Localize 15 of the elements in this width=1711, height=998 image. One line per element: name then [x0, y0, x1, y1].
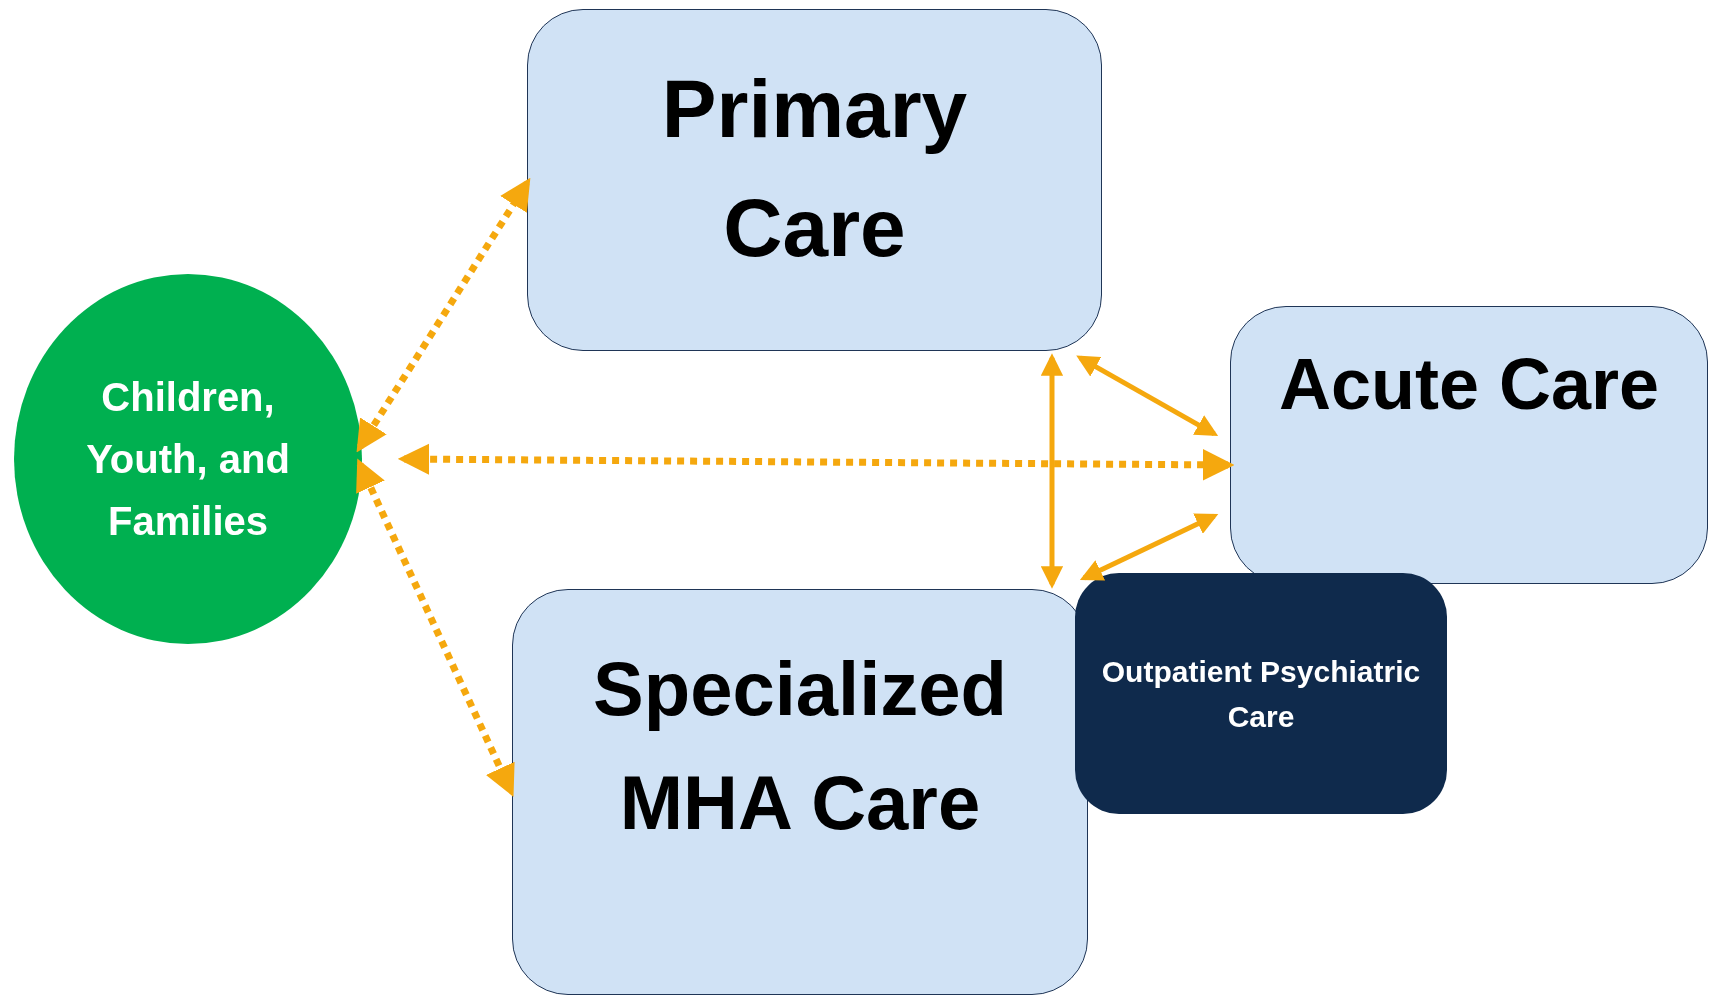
- arrow: [356, 458, 515, 797]
- arrow: [1040, 353, 1064, 589]
- node-label: Outpatient Psychiatric Care: [1100, 653, 1422, 735]
- rounded-box: [1075, 573, 1447, 814]
- node-label: Acute Care: [1278, 343, 1660, 426]
- rounded-box: [1230, 306, 1708, 584]
- rounded-box: [527, 9, 1102, 351]
- node-label: Specialized MHA Care: [592, 645, 1008, 847]
- arrow: [397, 443, 1235, 481]
- node-label: Children, Youth, and Families: [85, 374, 291, 545]
- rounded-box: [512, 589, 1088, 995]
- arrow: [1076, 355, 1219, 437]
- arrow: [1079, 513, 1219, 581]
- arrow: [356, 177, 531, 453]
- node-label: Primary Care: [660, 62, 969, 275]
